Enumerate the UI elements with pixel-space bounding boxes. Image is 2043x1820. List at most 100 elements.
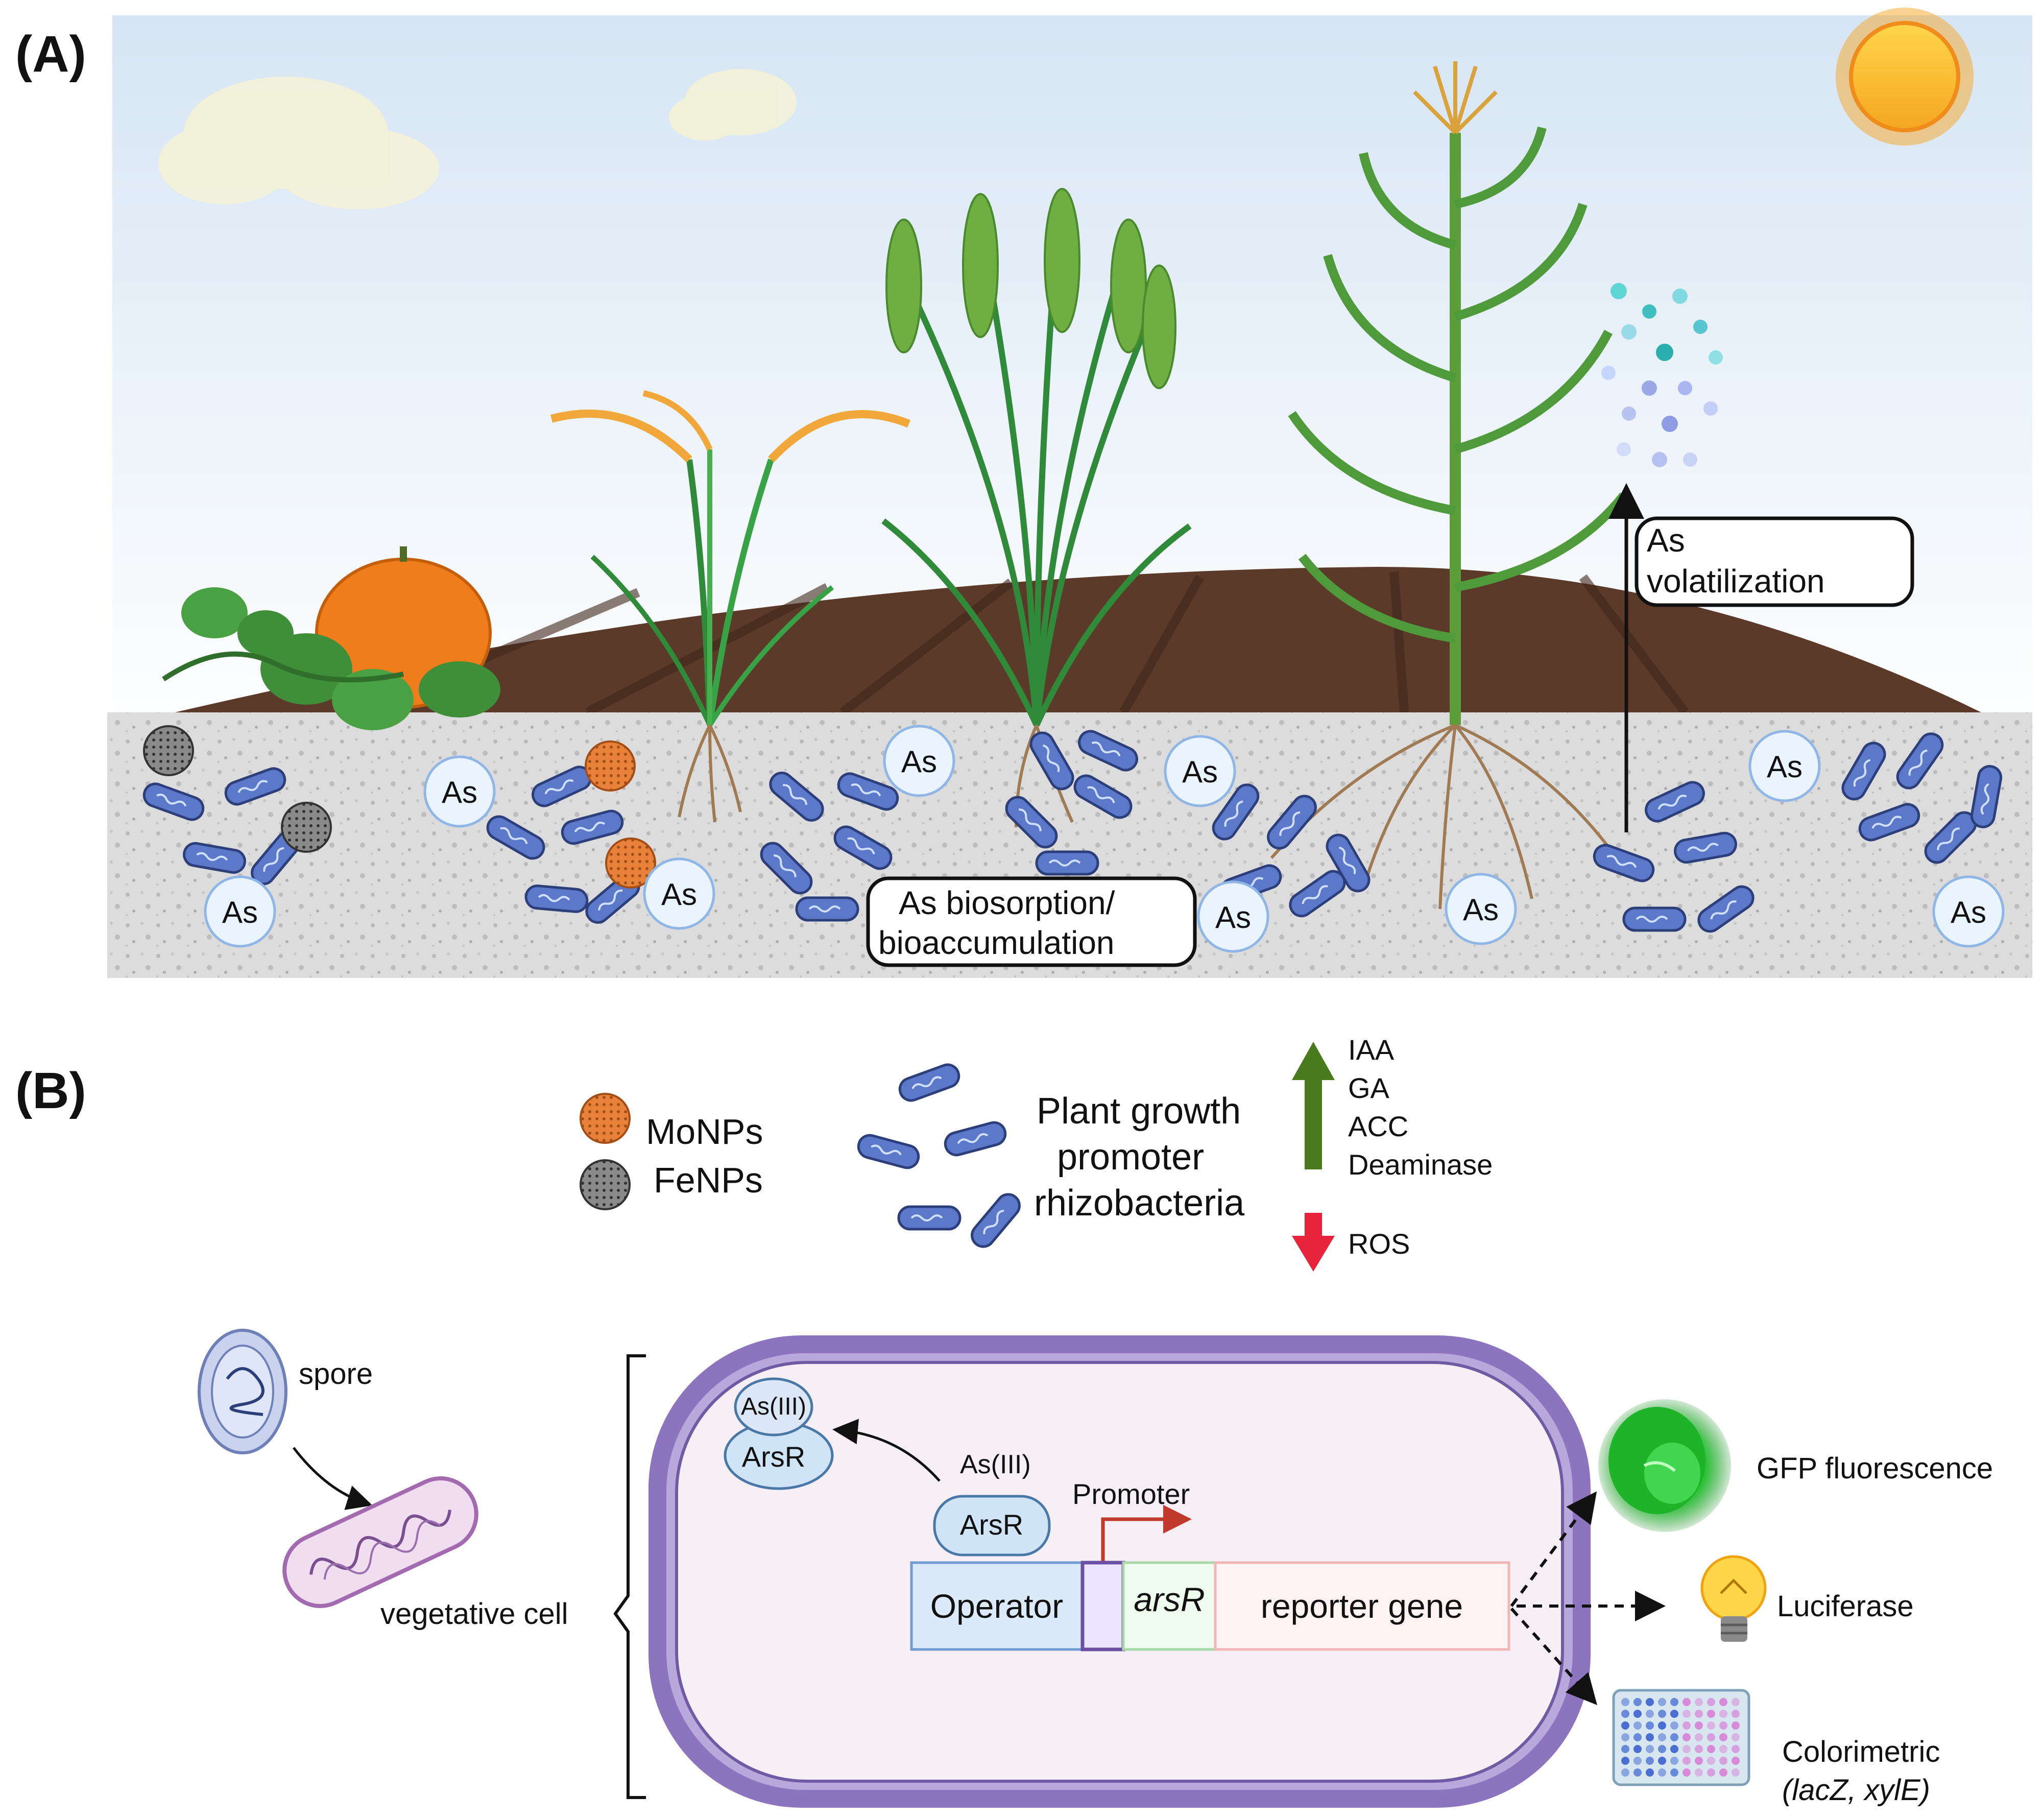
microplate-well [1670,1710,1678,1718]
cloud-icon [669,69,797,140]
svg-text:As biosorption/: As biosorption/ [899,884,1115,921]
microplate-well [1695,1768,1703,1777]
svg-text:As: As [901,745,937,779]
svg-text:As: As [1767,750,1802,784]
svg-text:arsR: arsR [1134,1580,1205,1618]
panel-b-label: (B) [15,1062,86,1119]
arsenic-token: As [1197,880,1269,953]
microplate-well [1707,1768,1715,1777]
arsenic-token: As [1164,735,1236,807]
up-item: GA [1348,1072,1390,1104]
maize-plant [1288,61,1628,725]
arsr-as3-complex: As(III) ArsR [724,1377,834,1490]
microplate-well [1633,1698,1642,1706]
wheat-plant [881,188,1192,727]
microplate-well [1683,1698,1691,1706]
arsenic-token: As [1932,875,2005,948]
spore-label: spore [299,1357,373,1391]
arsenic-token: As [1445,873,1517,945]
svg-text:As: As [1647,522,1685,559]
svg-text:volatilization: volatilization [1647,563,1825,600]
microplate-well [1621,1757,1629,1765]
microplate-well [1658,1698,1666,1706]
up-item: ACC [1348,1110,1408,1142]
svg-text:bioaccumulation: bioaccumulation [878,924,1115,961]
microplate-well [1646,1721,1654,1730]
microplate-well [1633,1733,1642,1741]
operator-block [910,1561,1084,1651]
microplate-well [1670,1733,1678,1741]
microplate-well [1658,1768,1666,1777]
promoter-arrow [1101,1505,1192,1563]
microplate-well [1633,1721,1642,1730]
molybdenum-nanoparticle-icon [585,740,656,889]
legend-monps: MoNPs [646,1112,763,1152]
iron-nanoparticle-icon [143,725,332,853]
colorimetric-output: Colorimetric (lacZ, xylE) [1612,1689,1940,1807]
microplate-well [1732,1745,1740,1753]
microplate-well [1707,1721,1715,1730]
microplate-well [1683,1768,1691,1777]
svg-text:As: As [222,895,258,929]
microplate-well [1658,1710,1666,1718]
up-item: IAA [1348,1034,1395,1066]
volatilized-particles [1601,283,1723,467]
arsenic-token: As [204,875,276,948]
microplate-well [1646,1733,1654,1741]
gfp-protein-icon [1598,1399,1731,1532]
as3-bound-label: As(III) [741,1393,806,1420]
microplate-well [1683,1710,1691,1718]
promoter-block [1080,1561,1125,1651]
microplate-well [1732,1768,1740,1777]
microplate-well [1670,1721,1678,1730]
gfp-output: GFP fluorescence [1598,1399,1993,1532]
microplate-well [1707,1733,1715,1741]
microplate-well [1670,1698,1678,1706]
microplate-well [1695,1698,1703,1706]
up-item: Deaminase [1348,1148,1493,1181]
pgpr-label-line1: Plant growth [1037,1091,1241,1132]
microplate-well [1707,1757,1715,1765]
microplate-well [1621,1768,1629,1777]
bracket [613,1354,646,1799]
biosorption-label: As biosorption/ bioaccumulation [866,876,1197,967]
microplate-well [1683,1733,1691,1741]
microplate-well [1670,1757,1678,1765]
volatilization-label: As volatilization [1635,516,1914,607]
microplate-well [1707,1745,1715,1753]
microplate-well [1646,1745,1654,1753]
cloud-icon [158,77,439,209]
binding-arrow [832,1419,941,1482]
microplate-well [1670,1768,1678,1777]
microplate-well [1719,1745,1727,1753]
microplate-well [1683,1757,1691,1765]
vegetative-cell-icon [282,1476,478,1608]
panel-b: (B) MoNPs FeNPs Plant growth promoter rh… [15,1034,1993,1808]
microplate-well [1732,1757,1740,1765]
arsr-free-label: ArsR [960,1508,1023,1541]
sun-icon [1836,8,1974,146]
microplate-well [1707,1710,1715,1718]
gene-cassette: Operator arsR reporter gene [910,1561,1510,1651]
microplate-well [1658,1721,1666,1730]
gfp-label: GFP fluorescence [1757,1452,1993,1485]
luciferase-output: Luciferase [1700,1555,1914,1642]
microplate-well [1695,1733,1703,1741]
sporulation-cycle: spore vegetative cell [198,1329,568,1631]
tilled-soil [153,567,1981,717]
svg-text:As: As [1182,755,1218,789]
microplate-well [1732,1698,1740,1706]
colorimetric-genes-label: (lacZ, xylE) [1782,1774,1930,1807]
microplate-well [1658,1757,1666,1765]
microplate-well [1719,1698,1727,1706]
microplate-well [1732,1710,1740,1718]
microplate-well [1683,1745,1691,1753]
panel-a-label: (A) [15,26,86,83]
microplate-well [1719,1710,1727,1718]
arsr-bound-label: ArsR [742,1441,805,1473]
microplate-well [1719,1733,1727,1741]
microplate-well [1621,1698,1629,1706]
legend-nanoparticles: MoNPs FeNPs [580,1093,763,1210]
microplate-well [1695,1721,1703,1730]
